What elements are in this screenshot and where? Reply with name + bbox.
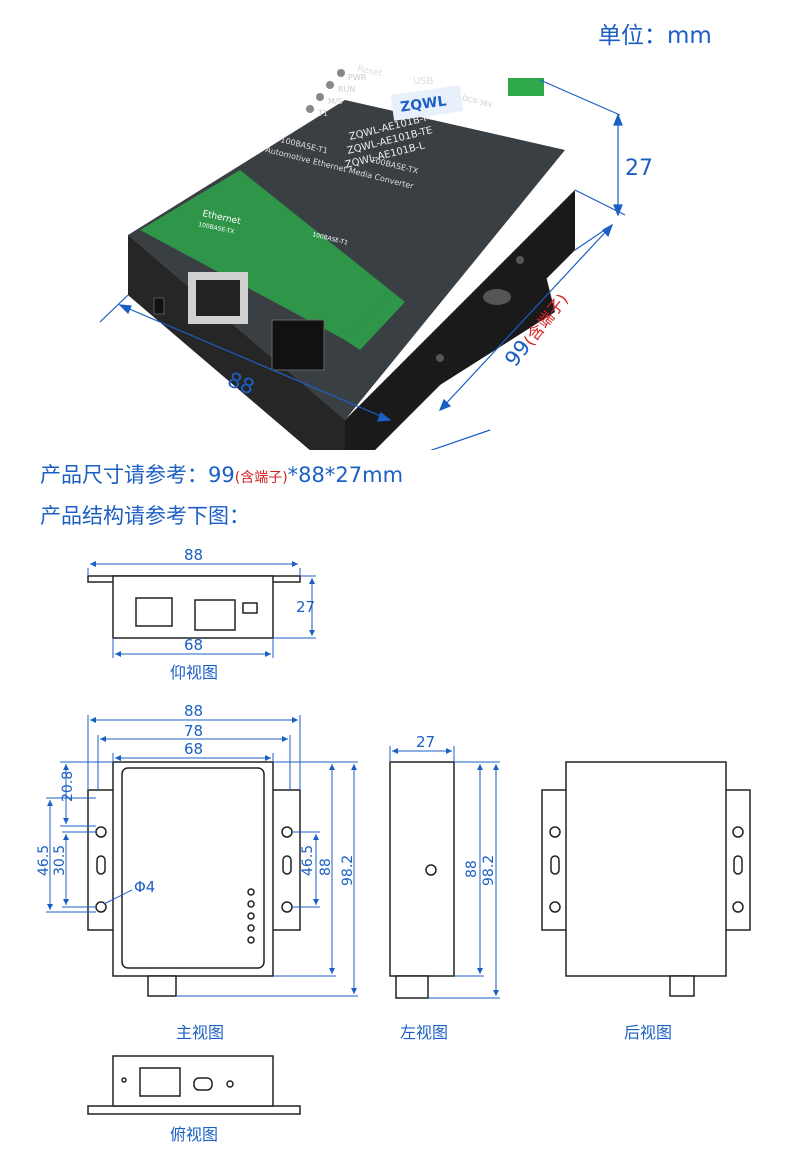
bottom-w-body: 68 — [184, 636, 203, 654]
led-run — [326, 81, 334, 89]
front-terminal — [147, 975, 177, 997]
front-v-right3: 98.2 — [340, 855, 356, 886]
top-view-caption: 俯视图 — [170, 1125, 218, 1144]
pwr-label: PWR — [348, 73, 367, 82]
bottom-switch — [242, 602, 258, 614]
left-h2: 98.2 — [481, 855, 497, 886]
bottom-h: 27 — [296, 598, 315, 616]
photo-dimensions — [99, 79, 626, 450]
size-spec-note: (含端子) — [234, 470, 288, 486]
power-terminal — [508, 78, 544, 96]
size-spec-prefix: 产品尺寸请参考：99 — [40, 463, 235, 487]
front-v-right1: 46.5 — [300, 845, 316, 876]
left-h1: 88 — [464, 860, 480, 878]
green-label-panel — [140, 170, 390, 340]
left-view-caption: 左视图 — [400, 1023, 448, 1042]
ms-label: M/S — [328, 97, 343, 106]
usb-label: USB — [413, 76, 434, 87]
front-v-inner: 30.5 — [52, 845, 68, 876]
t1-port — [271, 319, 325, 371]
left-w: 27 — [416, 733, 435, 751]
brand-plate — [390, 85, 464, 121]
bottom-view-caption: 仰视图 — [170, 663, 218, 682]
master-label: Master — [172, 184, 196, 192]
size-spec-line: 产品尺寸请参考：99(含端子)*88*27mm — [40, 459, 403, 489]
product-photo: ZQWL Reset USB PWR RUN M/S T1 ZQWL-AE101… — [99, 64, 653, 450]
front-w-total: 88 — [184, 702, 203, 720]
bottom-t1-port — [135, 597, 173, 627]
front-hole-dia: Φ4 — [134, 878, 155, 896]
mounting-hole — [483, 289, 511, 305]
led-ms — [316, 93, 324, 101]
front-view — [87, 761, 301, 997]
left-view — [389, 761, 455, 999]
top-view — [87, 1055, 301, 1115]
bottom-rj45-port — [194, 599, 236, 631]
mounting-ear — [425, 272, 555, 385]
front-v-top: 20.8 — [60, 771, 76, 802]
dim-height: 27 — [625, 156, 653, 181]
front-w-mid: 78 — [184, 722, 203, 740]
led-t1 — [306, 105, 314, 113]
bottom-w-total: 88 — [184, 546, 203, 564]
unit-label: 单位：mm — [598, 23, 712, 49]
size-spec-suffix: *88*27mm — [287, 463, 404, 487]
t1-label: T1 — [317, 109, 328, 118]
brand-text: ZQWL — [399, 93, 447, 115]
front-w-body: 68 — [184, 740, 203, 758]
rear-view — [541, 761, 751, 997]
front-view-caption: 主视图 — [176, 1023, 224, 1042]
master-slave-switch — [153, 297, 165, 315]
rear-view-caption: 后视图 — [624, 1023, 672, 1042]
power-label: DC9-36V — [462, 94, 494, 109]
run-label: RUN — [338, 85, 355, 94]
slave-label: Slave — [155, 198, 174, 206]
technical-drawings: 88 68 27 仰视图 88 78 68 — [36, 546, 751, 1144]
front-v-outer: 46.5 — [36, 845, 52, 876]
bottom-view — [87, 575, 301, 639]
structure-line: 产品结构请参考下图： — [40, 504, 250, 528]
front-v-right2: 88 — [318, 858, 334, 876]
led-pwr — [337, 69, 345, 77]
